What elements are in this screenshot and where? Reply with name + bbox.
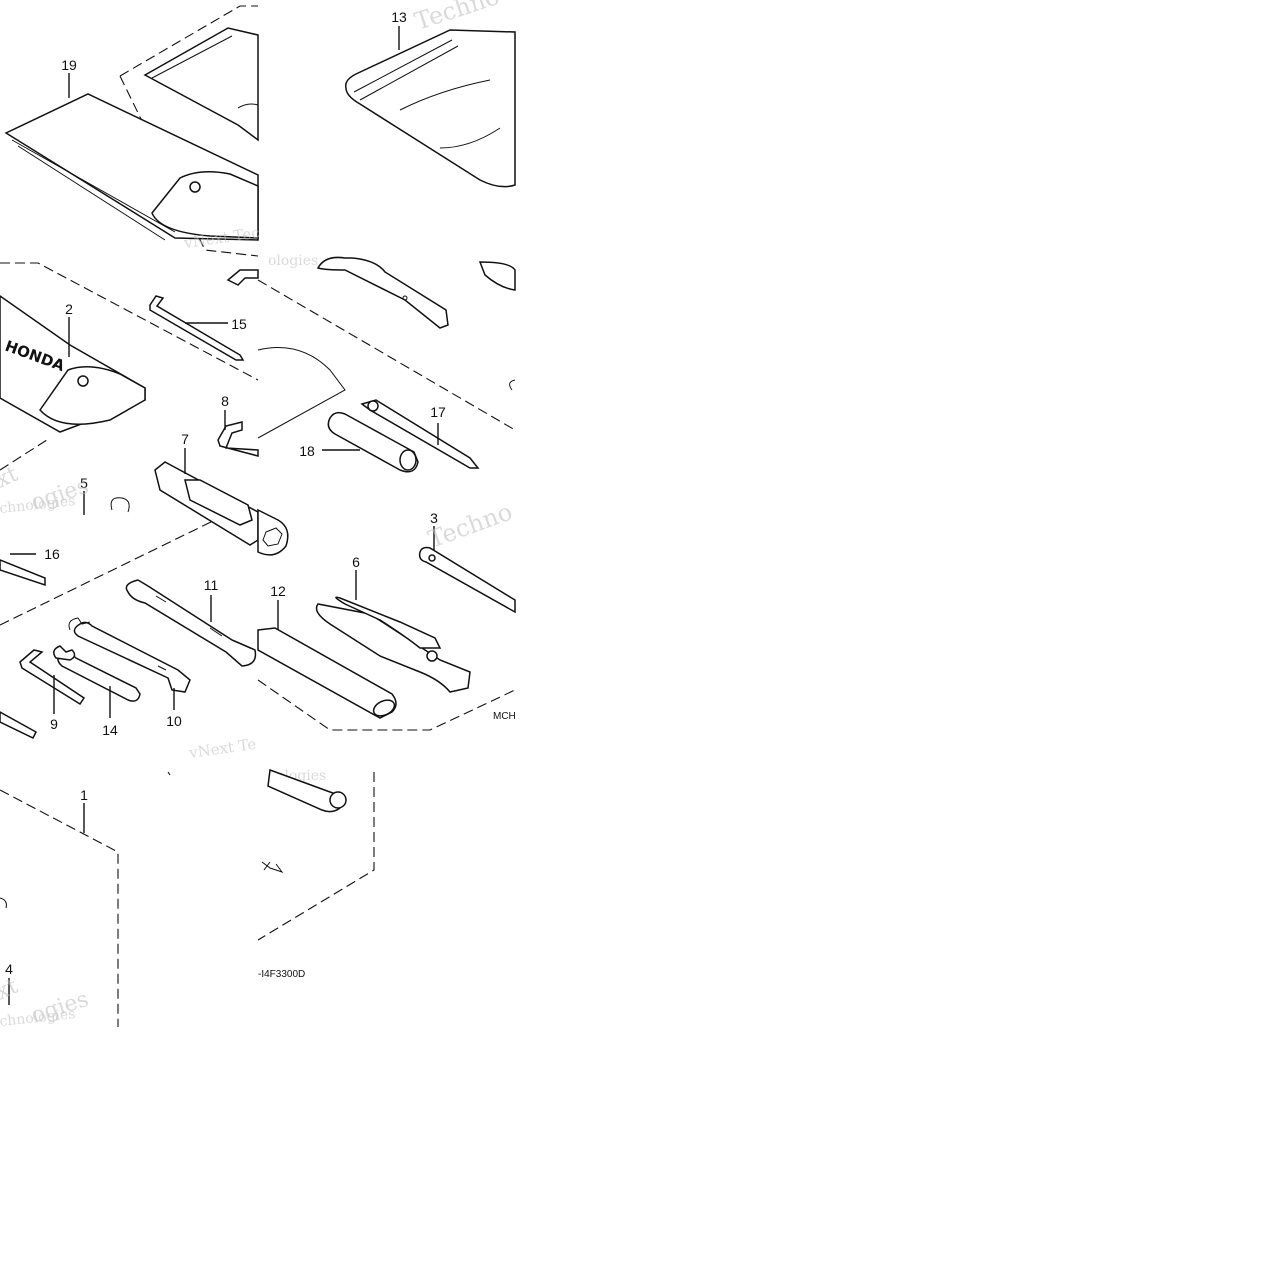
callout-19: 19 — [61, 57, 77, 73]
callout-14: 14 — [102, 722, 118, 738]
watermark-text: chnologies — [0, 1006, 76, 1030]
callout-13: 13 — [391, 9, 407, 25]
hex-wrench-9 — [19, 649, 86, 706]
open-wrench-10 — [68, 617, 191, 693]
bag-13 — [344, 29, 516, 188]
watermark-text: ologies — [268, 253, 318, 269]
hex-wrench-8 — [217, 421, 259, 457]
callout-10: 10 — [166, 713, 182, 729]
screwdriver-handle-18 — [327, 411, 419, 473]
callout-9: 9 — [50, 716, 58, 732]
tire-lever — [257, 256, 516, 439]
cable-3 — [418, 546, 516, 614]
watermark-text: Techno — [424, 498, 515, 554]
watermark-text: xt — [0, 462, 22, 494]
watermark-text: chnologies — [0, 493, 76, 517]
tool-pouch-19 — [4, 93, 259, 241]
callout-17: 17 — [430, 404, 446, 420]
callout-7: 7 — [181, 431, 189, 447]
callout-12: 12 — [270, 583, 286, 599]
socket-wrench-7 — [154, 461, 289, 556]
callout-15: 15 — [231, 316, 247, 332]
tile-bottom-left: 1 4 -I4F3300D xt ogies chnologies — [0, 768, 375, 1030]
pliers-6 — [315, 596, 471, 693]
watermark-text: vNext Te — [187, 735, 257, 762]
callout-4: 4 — [5, 961, 13, 977]
callout-3: 3 — [430, 510, 438, 526]
diagram-code-bottom: -I4F3300D — [258, 969, 305, 980]
callout-5: 5 — [80, 475, 88, 491]
tool-pouch-2: HONDA — [0, 295, 146, 433]
callout-8: 8 — [221, 393, 229, 409]
diagram-code-mid: MCH — [493, 711, 516, 722]
callout-1: 1 — [80, 787, 88, 803]
callout-11: 11 — [204, 577, 219, 593]
tile-top-left: 19 13 Techno vNext Tec ologies — [4, 0, 516, 269]
callout-16: 16 — [44, 546, 60, 562]
open-wrench-14 — [53, 645, 141, 702]
tile-middle: HONDA — [0, 256, 516, 784]
callout-18: 18 — [299, 443, 315, 459]
extension-tube-12 — [257, 627, 397, 719]
open-wrench-11 — [125, 579, 257, 667]
screwdriver-17 — [360, 399, 480, 469]
callout-2: 2 — [65, 301, 73, 317]
watermark-text: xt — [0, 974, 22, 1006]
hex-wrench-16 — [0, 559, 46, 587]
callout-6: 6 — [352, 554, 360, 570]
hex-wrench-15 — [149, 295, 245, 361]
